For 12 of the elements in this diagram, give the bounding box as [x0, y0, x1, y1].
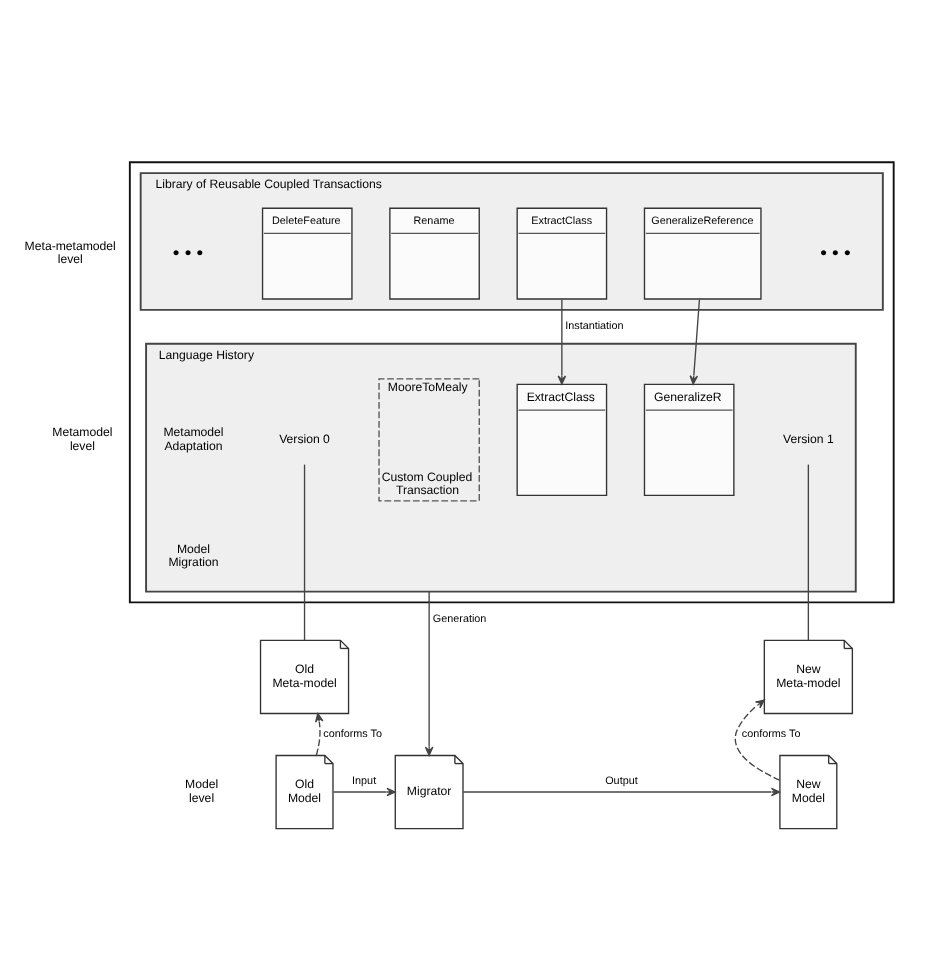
label: • • •	[172, 242, 204, 265]
connector	[807, 463, 810, 641]
arrow	[734, 699, 781, 781]
arrow	[424, 590, 434, 756]
arrow	[332, 787, 396, 797]
connector	[303, 463, 306, 641]
arrow	[462, 787, 781, 797]
cluster	[128, 161, 895, 604]
label: • • •	[820, 242, 851, 265]
arrow	[689, 298, 701, 385]
arrow	[557, 298, 567, 385]
arrow	[314, 712, 324, 757]
